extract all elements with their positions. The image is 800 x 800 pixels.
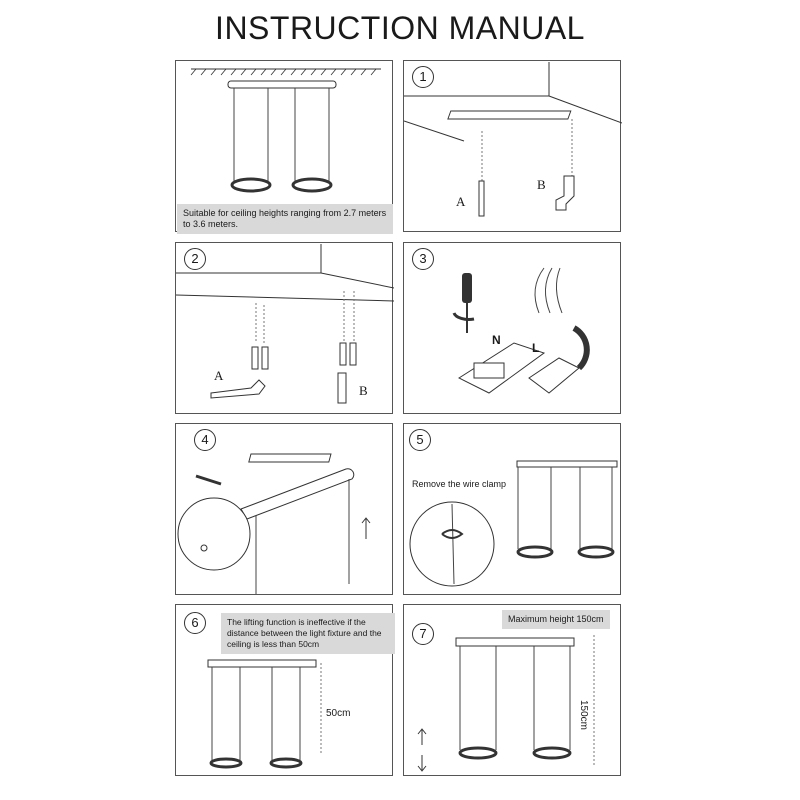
step-2-panel: 2 A B — [175, 242, 394, 414]
step-1-illustration — [404, 62, 622, 217]
step-number: 3 — [412, 248, 434, 270]
lifting-note: The lifting function is ineffective if t… — [221, 613, 395, 654]
step-number: 5 — [409, 429, 431, 451]
step-7-illustration — [417, 635, 595, 772]
part-b-label: B — [537, 177, 546, 192]
step-4-illustration — [177, 453, 371, 594]
overview-illustration — [190, 68, 381, 193]
step-number: 1 — [412, 66, 434, 88]
step-1-panel: 1 A B — [403, 60, 622, 232]
step-number: 6 — [184, 612, 206, 634]
step-number: 7 — [412, 623, 434, 645]
step-5-illustration — [409, 460, 618, 587]
step-2-illustration — [176, 244, 394, 404]
max-height-note: Maximum height 150cm — [502, 610, 610, 629]
step-7-panel: 7 Maximum height 150cm 150cm — [403, 604, 621, 776]
step-6-panel: 6 The lifting function is ineffective if… — [175, 604, 395, 776]
step-3-panel: 3 N L — [403, 242, 621, 414]
step-4-panel: 4 — [175, 423, 393, 595]
step-number: 2 — [184, 248, 206, 270]
neutral-label: N — [492, 333, 501, 347]
part-a-label: A — [456, 194, 466, 209]
step-3-illustration — [452, 267, 590, 394]
height-measure: 50cm — [326, 708, 351, 719]
part-a-label: A — [214, 368, 224, 383]
overview-panel: Suitable for ceiling heights ranging fro… — [175, 60, 393, 234]
page-title: INSTRUCTION MANUAL — [215, 10, 585, 46]
step-5-panel: 5 Remove the wire clamp — [403, 423, 621, 595]
step-6-illustration — [207, 659, 322, 769]
part-b-label: B — [359, 383, 368, 398]
ceiling-height-note: Suitable for ceiling heights ranging fro… — [177, 204, 393, 234]
wire-clamp-note: Remove the wire clamp — [412, 479, 507, 489]
height-measure: 150cm — [578, 700, 589, 731]
step-number: 4 — [194, 429, 216, 451]
live-label: L — [532, 341, 540, 355]
